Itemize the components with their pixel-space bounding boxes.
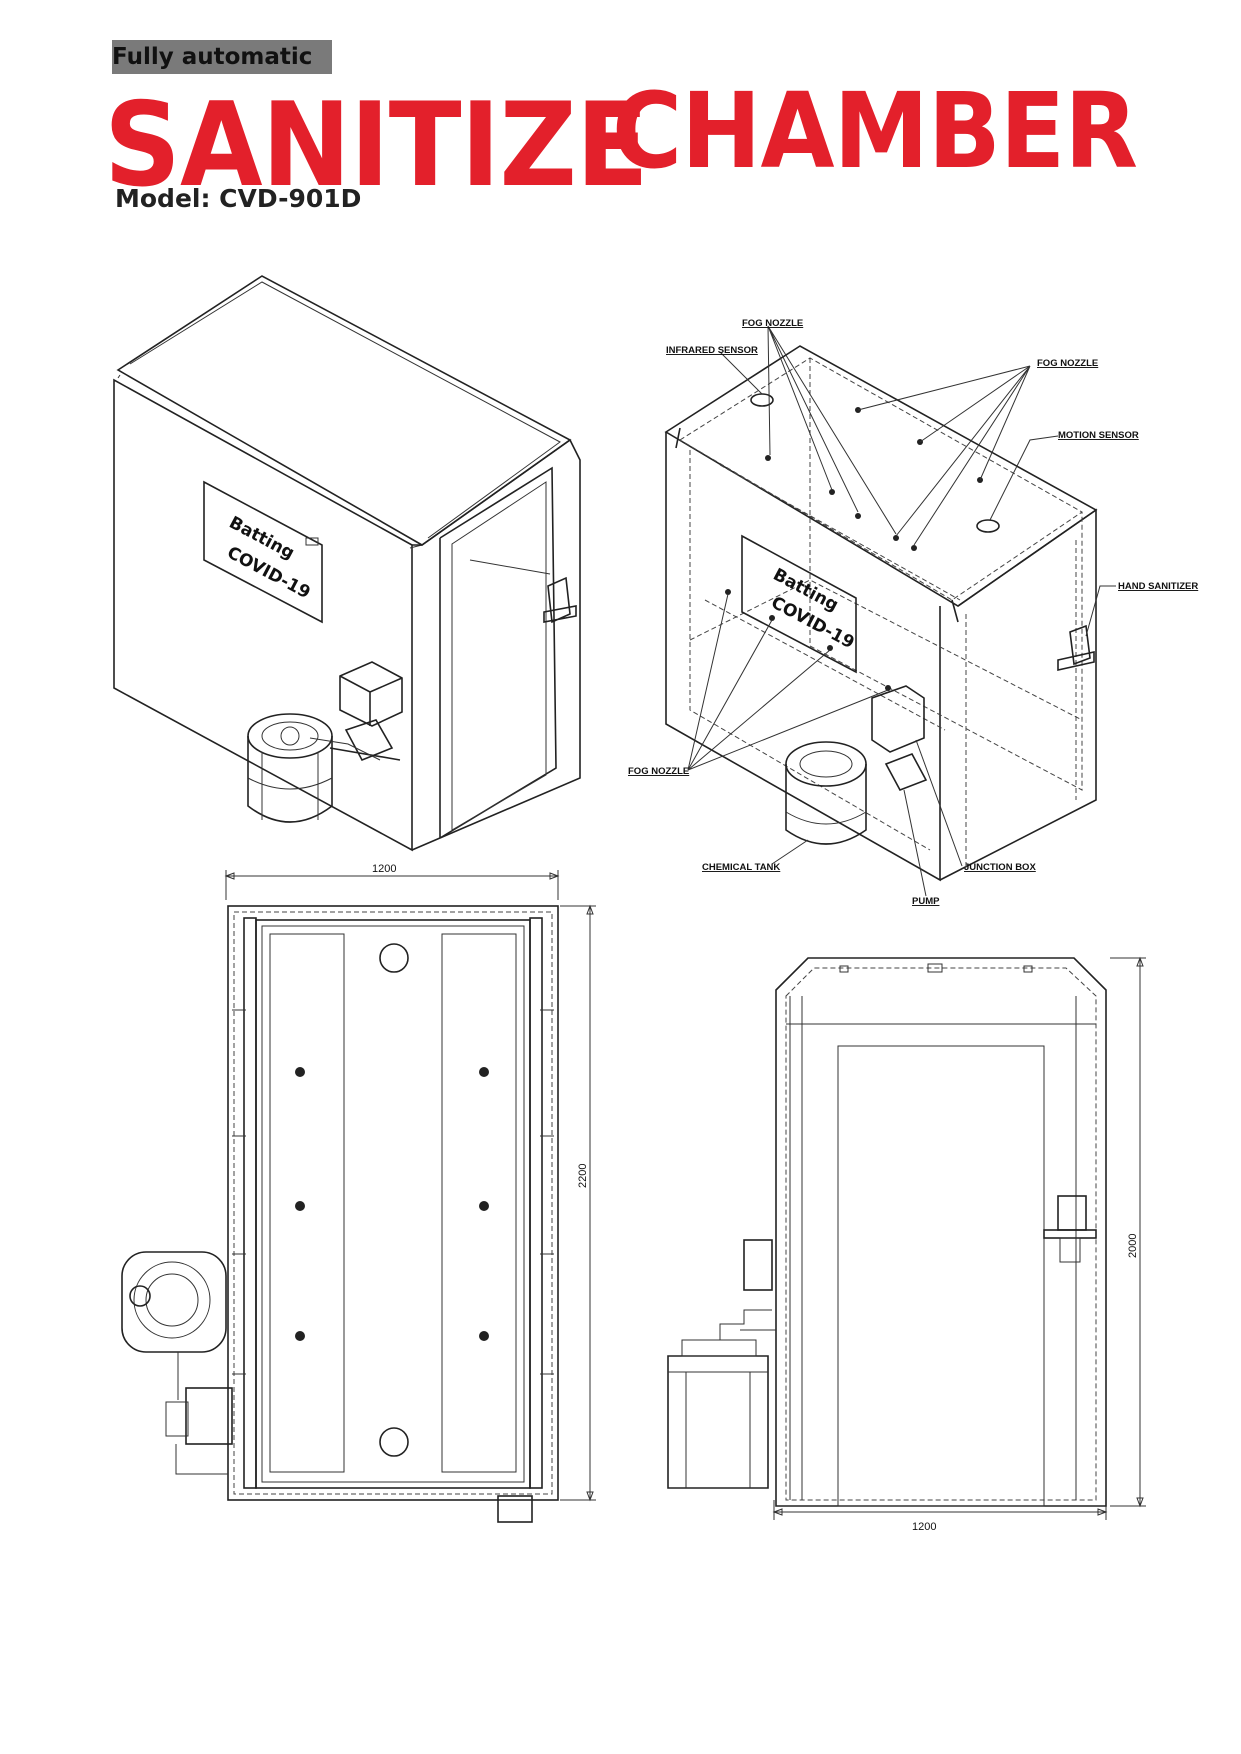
chemical-tank [247,736,333,823]
covid-sign [203,480,323,624]
callout-hand-sanitizer: HAND SANITIZER [1118,581,1198,592]
dim-plan-width: 1200 [372,863,396,875]
plan-motion-sensor [379,1427,409,1457]
callout-chemical-tank: CHEMICAL TANK [702,862,780,873]
model-label: Model: CVD-901D [115,184,362,213]
callout-fog-nozzle-right: FOG NOZZLE [1037,358,1098,369]
dim-elevation-width: 1200 [912,1521,936,1533]
tagline-text: Fully automatic [112,44,313,70]
side-elevation-view: 2000 1200 [667,956,1146,1533]
callout-infrared-sensor: INFRARED SENSOR [666,345,758,356]
pump [329,719,401,762]
callout-fog-nozzle-left: FOG NOZZLE [628,766,689,777]
chemical-tank-lid [247,713,333,759]
wire-covid-sign [741,534,857,674]
elevation-door-opening [837,1045,1045,1507]
plan-view: 1200 2200 [121,863,596,1523]
tagline-badge: Fully automatic [112,40,332,74]
elevation-hand-sanitizer [1057,1195,1087,1231]
title-word-chamber: CHAMBER [612,70,1138,192]
motion-sensor-icon [976,519,1000,533]
plan-hand-sanitizer [497,1495,533,1523]
sign-logo [305,537,319,546]
wire-hand-sanitizer [1057,624,1095,671]
wire-chemical-tank-lid [785,741,867,787]
fog-nozzle-markers [725,407,983,691]
callout-pump: PUMP [912,896,940,907]
plan-infrared-sensor [379,943,409,973]
plan-pump [165,1401,189,1437]
callout-fog-nozzle-top: FOG NOZZLE [742,318,803,329]
plan-junction-box [185,1387,233,1445]
plan-nozzles [295,1067,489,1341]
hand-sanitizer-unit [543,576,577,624]
callout-junction-box: JUNCTION BOX [964,862,1036,873]
callout-motion-sensor: MOTION SENSOR [1058,430,1139,441]
isometric-solid-view: Batting COVID-19 [113,275,581,852]
wire-junction-box [871,685,925,753]
elevation-chemical-tank [667,1355,769,1489]
wire-pump [884,753,928,791]
dim-plan-depth: 2200 [577,1164,589,1188]
elevation-roof-fittings [839,963,1033,973]
junction-box [339,661,403,727]
dim-elevation-height: 2000 [1127,1234,1139,1258]
isometric-wireframe-view: Batting COVID-19 FOG NOZZLE [628,318,1198,907]
title-word-sanitize: SANITIZE [104,78,649,213]
elevation-junction-box [743,1239,773,1291]
plan-chemical-tank [121,1251,227,1353]
wire-chemical-tank [785,764,867,845]
